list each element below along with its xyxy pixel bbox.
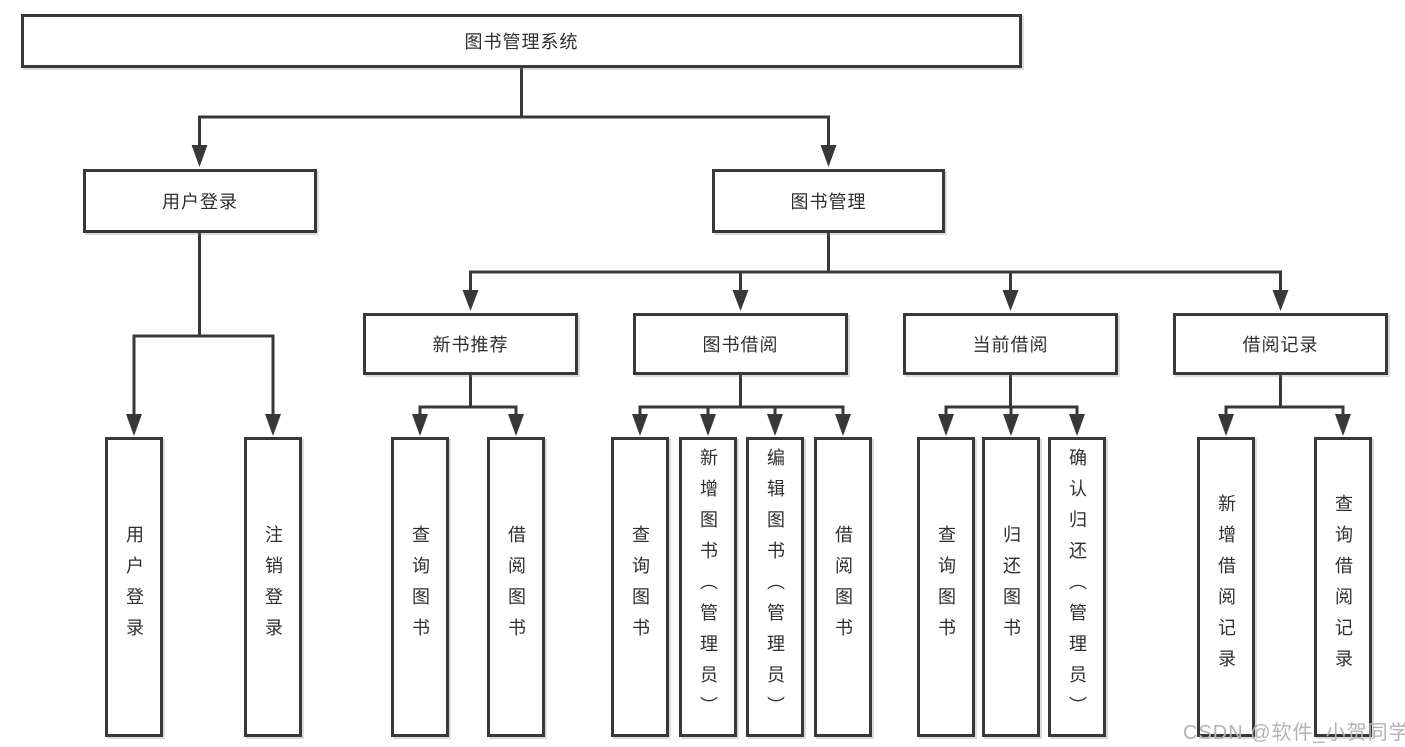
leaf-query-books-borrow: 查询图书: [611, 437, 669, 737]
leaf-edit-books-admin: 编辑图书（管理员）: [746, 437, 804, 737]
leaf-label: 查询图书: [630, 525, 650, 649]
leaf-query-borrow-record: 查询借阅记录: [1314, 437, 1372, 737]
leaf-label: 归还图书: [1001, 525, 1021, 649]
leaf-add-borrow-record: 新增借阅记录: [1197, 437, 1255, 737]
leaf-query-books-recommend: 查询图书: [391, 437, 449, 737]
leaf-label: 查询图书: [936, 525, 956, 649]
leaf-query-books-current: 查询图书: [917, 437, 975, 737]
leaf-label: 借阅图书: [833, 525, 853, 649]
leaf-user-login: 用户登录: [105, 437, 163, 737]
leaf-label: 用户登录: [124, 525, 144, 649]
leaf-add-books-admin: 新增图书（管理员）: [679, 437, 737, 737]
leaf-borrow-books-recommend: 借阅图书: [487, 437, 545, 737]
node-user-login: 用户登录: [83, 169, 317, 233]
leaf-borrow-books: 借阅图书: [814, 437, 872, 737]
leaf-return-books: 归还图书: [982, 437, 1040, 737]
leaf-label: 借阅图书: [506, 525, 526, 649]
leaf-label: 编辑图书（管理员）: [765, 447, 785, 727]
node-current-borrow: 当前借阅: [903, 313, 1118, 375]
leaf-label: 新增借阅记录: [1216, 494, 1236, 680]
node-book-management: 图书管理: [712, 169, 945, 233]
node-library-management-system: 图书管理系统: [21, 14, 1022, 68]
leaf-label: 注销登录: [263, 525, 283, 649]
node-borrow-records: 借阅记录: [1173, 313, 1388, 375]
leaf-confirm-return-admin: 确认归还（管理员）: [1048, 437, 1106, 737]
leaf-label: 查询借阅记录: [1333, 494, 1353, 680]
leaf-label: 查询图书: [410, 525, 430, 649]
node-new-book-recommend: 新书推荐: [363, 313, 578, 375]
csdn-watermark: CSDN @软件_小贺同学: [1183, 722, 1405, 744]
leaf-logout: 注销登录: [244, 437, 302, 737]
node-book-borrow: 图书借阅: [633, 313, 848, 375]
leaf-label: 确认归还（管理员）: [1067, 447, 1087, 727]
leaf-label: 新增图书（管理员）: [698, 447, 718, 727]
